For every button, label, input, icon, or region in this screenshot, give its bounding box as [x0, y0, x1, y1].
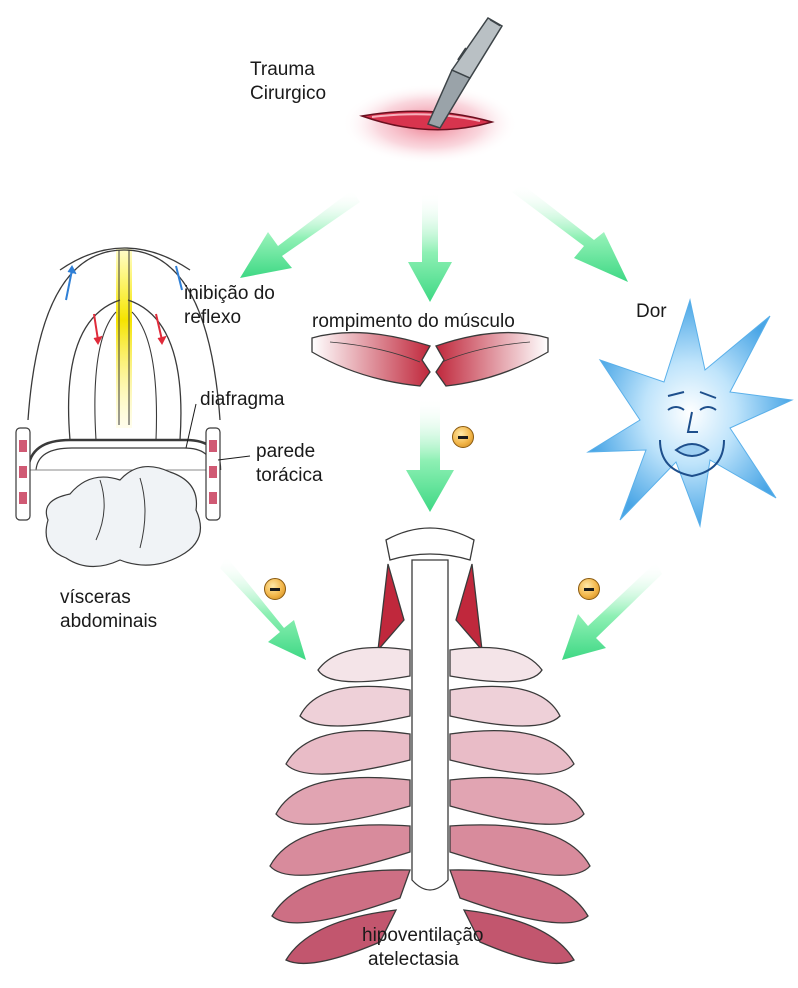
arrow-viscera-to-outcome: [220, 556, 306, 660]
rib: [450, 648, 542, 682]
rib: [450, 825, 590, 875]
label-trauma: Trauma Cirurgico: [250, 58, 326, 106]
label-pain: Dor: [636, 300, 667, 324]
rib: [450, 731, 574, 774]
chest-wall-left: [16, 428, 30, 520]
rib: [450, 778, 584, 825]
inhibition-minus-icon: [452, 426, 474, 448]
rib: [450, 686, 560, 726]
arrow-to-reflex: [240, 190, 360, 278]
rib: [270, 825, 410, 875]
label-reflex-line-1: inibição do: [184, 282, 275, 306]
abdominal-viscera: [46, 467, 200, 567]
rib: [276, 778, 410, 825]
label-trauma-line-2: Cirurgico: [250, 82, 326, 106]
arrow-muscle-to-outcome: [406, 398, 454, 512]
label-chest-wall: parede torácica: [256, 440, 323, 488]
label-pain-text: Dor: [636, 300, 667, 324]
label-reflex-line-2: reflexo: [184, 306, 275, 330]
ruptured-muscle-illustration: [312, 333, 548, 386]
inhibition-minus-icon: [578, 578, 600, 600]
label-outcome-line-2: atelectasia: [362, 948, 483, 972]
label-outcome-line-1: hipoventilação: [362, 924, 483, 948]
rib: [300, 686, 410, 726]
label-chest-wall-line-1: parede: [256, 440, 323, 464]
label-diaphragm: diafragma: [200, 388, 285, 412]
rib: [318, 648, 410, 682]
arrow-to-pain: [512, 184, 628, 282]
pain-burst-illustration: [588, 300, 792, 526]
label-diaphragm-text: diafragma: [200, 388, 285, 412]
rib: [286, 731, 410, 774]
label-chest-wall-line-2: torácica: [256, 464, 323, 488]
inhibition-minus-icon: [264, 578, 286, 600]
label-viscera: vísceras abdominais: [60, 586, 157, 634]
label-viscera-line-1: vísceras: [60, 586, 157, 610]
chest-wall-right: [206, 428, 220, 520]
label-muscle-rupture: rompimento do músculo: [312, 310, 515, 334]
arrow-pain-to-outcome: [562, 562, 662, 660]
label-viscera-line-2: abdominais: [60, 610, 157, 634]
label-outcome: hipoventilação atelectasia: [362, 924, 483, 972]
label-muscle-text: rompimento do músculo: [312, 310, 515, 334]
rib-cage-illustration: [270, 528, 590, 963]
label-trauma-line-1: Trauma: [250, 58, 326, 82]
arrow-to-muscle: [408, 192, 452, 302]
label-reflex-inhibition: inibição do reflexo: [184, 282, 275, 330]
